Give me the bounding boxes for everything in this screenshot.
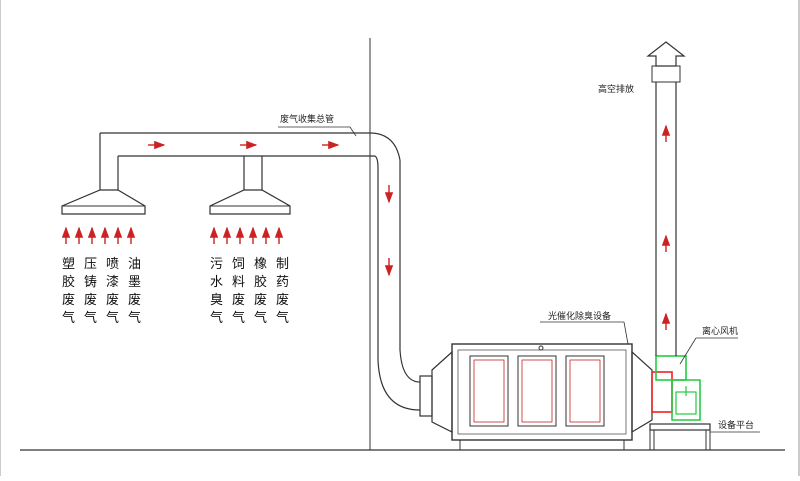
duct-label: 废气收集总管 <box>280 113 334 125</box>
source-label-char: 气 <box>62 310 75 326</box>
purifier-label: 光催化除臭设备 <box>548 310 611 322</box>
outlet-reducer <box>631 350 653 434</box>
exhaust-label: 高空排放 <box>598 83 634 95</box>
purifier-unit <box>451 343 633 450</box>
source-label-char: 气 <box>128 310 141 326</box>
source-label-char: 饲 <box>232 257 245 272</box>
source-label-char: 墨 <box>128 275 141 290</box>
source-label-char: 气 <box>254 310 267 326</box>
fan-label: 离心风机 <box>702 325 738 337</box>
main-duct <box>99 132 401 169</box>
source-label-char: 废 <box>84 292 97 308</box>
inlet-reducer <box>419 350 453 433</box>
centrifugal-fan <box>651 355 701 421</box>
exhaust-stack <box>646 41 686 356</box>
source-label-char: 胶 <box>254 274 267 290</box>
source-label-char: 废 <box>62 292 75 308</box>
source-label-char: 塑 <box>62 257 75 272</box>
source-label-char: 水 <box>210 275 223 290</box>
source-label-char: 药 <box>276 275 289 290</box>
platform-label: 设备平台 <box>718 419 754 431</box>
source-label-char: 气 <box>210 310 223 326</box>
source-label-char: 废 <box>106 292 119 308</box>
source-label-char: 气 <box>106 310 119 326</box>
source-label-char: 气 <box>232 310 245 326</box>
source-label-char: 铸 <box>84 274 97 290</box>
equipment-platform <box>649 423 711 451</box>
hood-2-arrows <box>209 226 284 244</box>
source-label-char: 油 <box>128 257 141 272</box>
source-label-char: 压 <box>84 257 97 272</box>
hood-1 <box>61 156 146 215</box>
source-label-char: 制 <box>276 257 289 272</box>
source-label-char: 臭 <box>210 293 223 308</box>
source-label-char: 胶 <box>62 274 75 290</box>
source-label-char: 漆 <box>106 274 119 290</box>
source-label-char: 废 <box>128 292 141 308</box>
hood-2 <box>209 156 291 215</box>
down-duct <box>377 160 421 411</box>
source-label-char: 废 <box>254 292 267 308</box>
source-label-char: 气 <box>276 310 289 326</box>
source-label-char: 污 <box>210 257 223 272</box>
source-label-char: 废 <box>276 292 289 308</box>
hood-1-arrows <box>61 226 136 244</box>
source-label-char: 气 <box>84 310 97 326</box>
source-label-char: 橡 <box>254 257 267 272</box>
leader-lines <box>278 126 760 433</box>
source-label-char: 喷 <box>106 257 119 272</box>
source-label-char: 废 <box>232 292 245 308</box>
source-label-char: 料 <box>232 275 245 290</box>
